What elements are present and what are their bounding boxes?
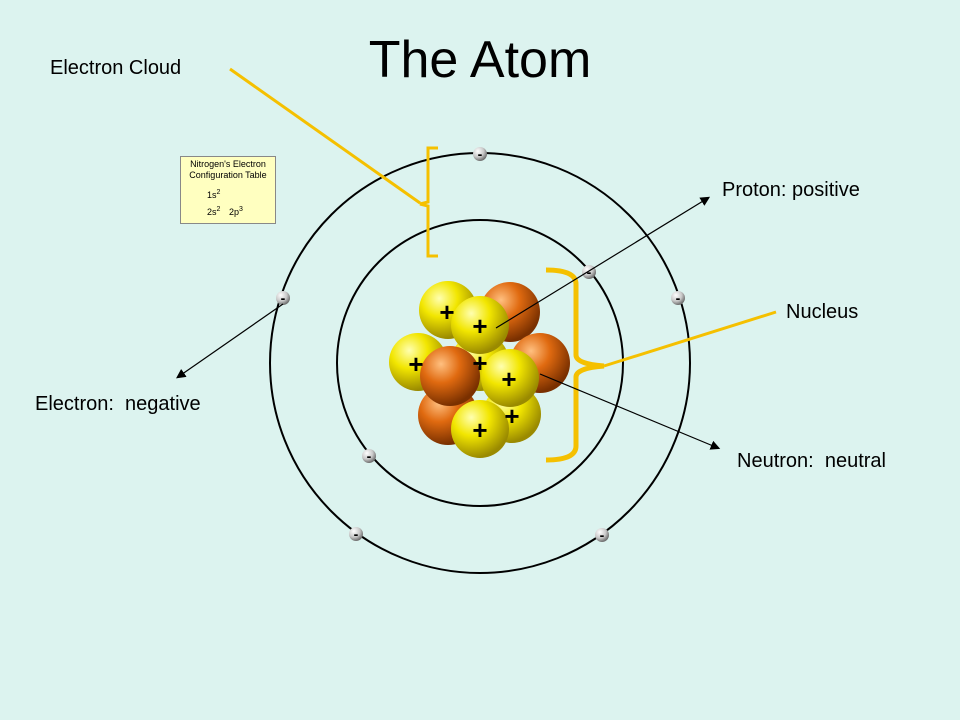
electron-cloud-bracket xyxy=(419,146,438,258)
electron-sign: - xyxy=(676,290,681,306)
neutron-label: Neutron: neutral xyxy=(737,450,886,472)
proton-arrow xyxy=(495,196,711,329)
inner-orbit xyxy=(336,219,624,507)
page-title: The Atom xyxy=(368,31,592,89)
proton-sign: + xyxy=(439,297,454,327)
proton-sign: + xyxy=(472,348,487,378)
proton-sign: + xyxy=(472,415,487,445)
electron-cloud-label: Electron Cloud xyxy=(50,57,182,79)
proton-sign: + xyxy=(504,401,519,431)
config-title-line2: Configuration Table xyxy=(189,170,267,180)
electron-particle xyxy=(362,449,376,463)
electron-arrow xyxy=(176,303,284,379)
nucleus-label: Nucleus xyxy=(786,301,859,323)
electron-sign: - xyxy=(478,146,483,162)
electron-sign: - xyxy=(367,448,372,464)
config-table-title: Nitrogen's Electron Configuration Table xyxy=(181,159,275,181)
nucleus-leader xyxy=(603,310,777,368)
neutron-particle xyxy=(420,346,480,406)
proton-particle xyxy=(481,349,539,407)
neutron-arrow xyxy=(539,373,721,450)
proton-sign: + xyxy=(501,364,516,394)
electron-sign: - xyxy=(587,264,592,280)
nucleus: + + + + + + + xyxy=(389,281,570,458)
electron-particle xyxy=(349,527,363,541)
orbital-exponent: 3 xyxy=(239,206,243,213)
orbital-label: 2p xyxy=(229,207,240,217)
electron-particle xyxy=(276,291,290,305)
orbital-exponent: 2 xyxy=(216,189,221,196)
electron-configuration-table: Nitrogen's Electron Configuration Table … xyxy=(180,156,276,224)
electron-label: Electron: negative xyxy=(35,393,201,415)
config-row-2p: 2p3 xyxy=(229,206,243,217)
orbital-label: 2s xyxy=(207,207,217,217)
electron-particle xyxy=(595,528,609,542)
orbital-exponent: 2 xyxy=(216,206,221,213)
proton-sign: + xyxy=(408,349,423,379)
electron-particle xyxy=(671,291,685,305)
config-row-2s: 2s2 xyxy=(207,206,220,217)
electron-sign: - xyxy=(354,526,359,542)
electrons: - - - - - - - xyxy=(276,146,685,543)
proton-particle xyxy=(451,296,509,354)
electron-sign: - xyxy=(600,527,605,543)
config-title-line1: Nitrogen's Electron xyxy=(190,159,266,169)
proton-particle xyxy=(451,400,509,458)
electron-particle xyxy=(473,147,487,161)
config-row-1s: 1s2 xyxy=(207,189,220,200)
electron-sign: - xyxy=(281,290,286,306)
proton-label: Proton: positive xyxy=(722,179,860,201)
proton-sign: + xyxy=(472,311,487,341)
orbital-label: 1s xyxy=(207,190,217,200)
electron-cloud-leader xyxy=(229,67,421,205)
